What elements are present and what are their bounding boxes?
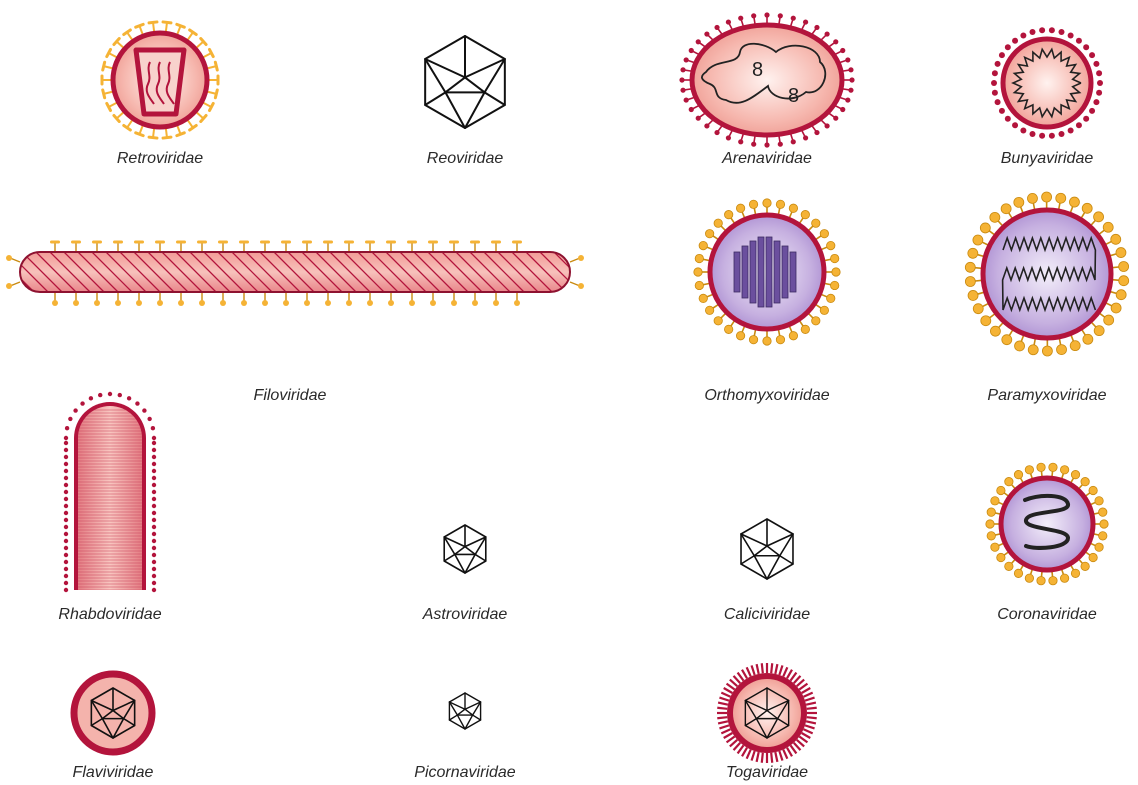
svg-text:8: 8 [788, 85, 799, 107]
rhabdoviridae-virion [64, 392, 156, 592]
paramyxoviridae-virion [965, 192, 1128, 356]
label-flaviviridae: Flaviviridae [73, 764, 154, 782]
filoviridae-virion [0, 242, 636, 306]
label-coronaviridae: Coronaviridae [997, 606, 1097, 624]
orthomyxoviridae-virion [694, 199, 840, 345]
togaviridae-virion [717, 663, 817, 763]
label-reoviridae: Reoviridae [427, 150, 503, 168]
caliciviridae-virion [741, 519, 793, 579]
label-retroviridae: Retroviridae [117, 150, 203, 168]
label-rhabdoviridae: Rhabdoviridae [58, 606, 161, 624]
astroviridae-virion [444, 525, 486, 573]
picornaviridae-virion [449, 693, 480, 729]
reoviridae-virion [425, 36, 505, 128]
label-picornaviridae: Picornaviridae [414, 764, 515, 782]
coronaviridae-virion [986, 463, 1108, 585]
label-paramyxoviridae: Paramyxoviridae [987, 387, 1106, 405]
label-orthomyxoviridae: Orthomyxoviridae [704, 387, 829, 405]
label-caliciviridae: Caliciviridae [724, 606, 810, 624]
flaviviridae-virion [74, 674, 152, 752]
svg-text:8: 8 [752, 59, 763, 81]
retroviridae-virion [102, 22, 218, 138]
bunyaviridae-virion [991, 27, 1103, 139]
label-arenaviridae: Arenaviridae [722, 150, 812, 168]
label-astroviridae: Astroviridae [423, 606, 507, 624]
arenaviridae-virion: 8 8 [679, 12, 854, 147]
label-togaviridae: Togaviridae [726, 764, 808, 782]
label-filoviridae: Filoviridae [254, 387, 327, 405]
label-bunyaviridae: Bunyaviridae [1001, 150, 1094, 168]
